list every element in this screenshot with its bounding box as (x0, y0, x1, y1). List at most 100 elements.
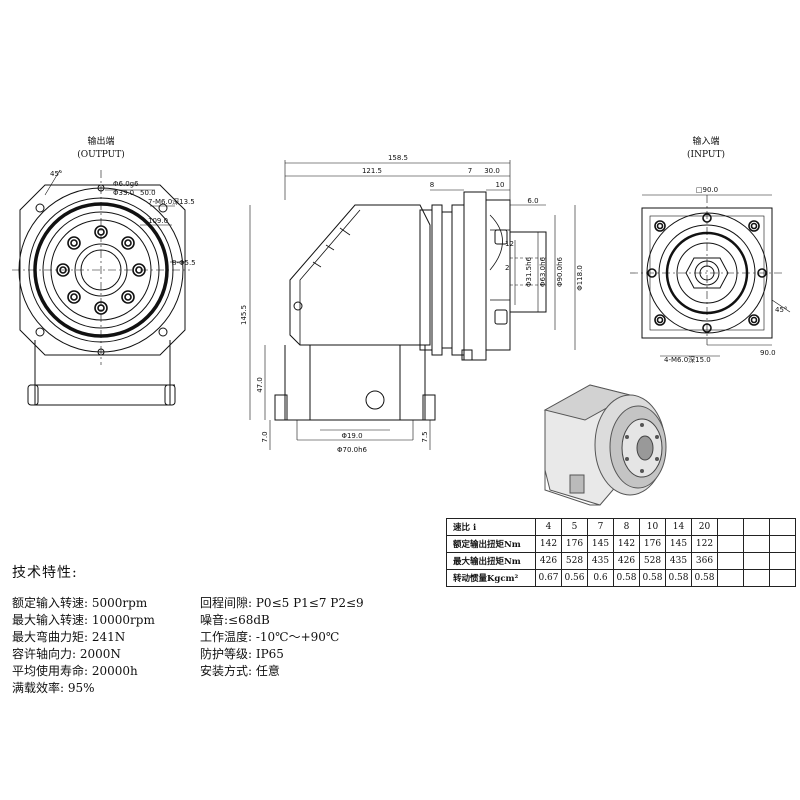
spec-efficiency: 满载效率: 95% (12, 681, 95, 695)
side-base-block (284, 345, 426, 421)
table-cell: 145 (587, 535, 614, 553)
table-cell: 426 (535, 552, 562, 570)
side-output-shaft (509, 231, 547, 313)
spec-noise: 噪音:≤68dB (200, 613, 270, 627)
table-empty-cell (743, 535, 770, 553)
table-cell: 435 (587, 552, 614, 570)
side-h47-label: 47.0 (256, 377, 264, 393)
table-header-cell: 最大输出扭矩Nm (446, 552, 536, 570)
side-d90-label: Φ90.0h6 (556, 256, 564, 287)
output-view-subtitle: (OUTPUT) (77, 149, 124, 160)
table-cell: 0.58 (639, 569, 666, 587)
table-cell: 426 (613, 552, 640, 570)
table-empty-cell (743, 552, 770, 570)
side-len10-label: 10 (496, 181, 505, 189)
table-row: 速比 i 4 5 7 8 10 14 20 (446, 518, 796, 536)
spec-title: 技术特性: (12, 565, 78, 581)
input-view: 输入端 (INPUT) □90.0 4-M6.0深15.0 90.0 45° (630, 135, 791, 364)
table-empty-cell (769, 569, 796, 587)
input-w90-label: 90.0 (760, 349, 776, 357)
input-view-subtitle: (INPUT) (687, 149, 725, 160)
table-cell: 0.58 (665, 569, 692, 587)
side-len121-label: 121.5 (362, 167, 382, 175)
table-cell: 435 (665, 552, 692, 570)
table-cell: 8 (613, 518, 640, 536)
table-cell: 10 (639, 518, 666, 536)
side-h145-label: 145.5 (240, 305, 248, 325)
table-cell: 0.58 (691, 569, 718, 587)
table-cell: 142 (535, 535, 562, 553)
table-cell: 0.6 (587, 569, 614, 587)
table-header-cell: 速比 i (446, 518, 536, 536)
spec-list-right: 回程间隙: P0≤5 P1≤7 P2≤9 噪音:≤68dB 工作温度: -10℃… (200, 595, 364, 680)
output-d50-label: 50.0 (140, 189, 156, 197)
table-empty-cell (717, 518, 744, 536)
table-row: 最大输出扭矩Nm 426 528 435 426 528 435 366 (446, 552, 796, 570)
input-angle-label: 45° (775, 306, 787, 314)
table-empty-cell (743, 518, 770, 536)
output-view: 输出端 (OUTPUT) (12, 135, 196, 406)
table-cell: 176 (639, 535, 666, 553)
output-angle-label: 45° (50, 170, 62, 178)
table-empty-cell (717, 552, 744, 570)
side-d63-label: Φ63.0h6 (539, 256, 547, 287)
output-dpitch-label: Φ33.0 (113, 189, 134, 197)
side-d315-label: Φ31.5h6 (525, 256, 533, 287)
table-empty-cell (717, 535, 744, 553)
table-cell: 0.58 (613, 569, 640, 587)
side-len8-label: 8 (430, 181, 434, 189)
side-len30-label: 30.0 (484, 167, 500, 175)
table-cell: 366 (691, 552, 718, 570)
table-cell: 20 (691, 518, 718, 536)
output-view-title: 输出端 (87, 135, 114, 147)
side-len158-label: 158.5 (388, 154, 408, 162)
side-d12-label: 12 (505, 240, 514, 248)
side-h75-label: 7.5 (421, 431, 429, 442)
table-cell: 142 (613, 535, 640, 553)
table-header-cell: 额定输出扭矩Nm (446, 535, 536, 553)
table-cell: 0.56 (561, 569, 588, 587)
input-sq-label: □90.0 (696, 186, 718, 194)
side-d2-label: 2 (505, 264, 509, 272)
spec-rated-input-speed: 额定输入转速: 5000rpm (12, 596, 148, 610)
table-empty-cell (743, 569, 770, 587)
table-cell: 4 (535, 518, 562, 536)
spec-backlash: 回程间隙: P0≤5 P1≤7 P2≤9 (200, 596, 364, 610)
table-cell: 122 (691, 535, 718, 553)
table-cell: 145 (665, 535, 692, 553)
table-row: 额定输出扭矩Nm 142 176 145 142 176 145 122 (446, 535, 796, 553)
table-cell: 528 (639, 552, 666, 570)
table-cell: 528 (561, 552, 588, 570)
input-holes-label: 4-M6.0深15.0 (664, 355, 711, 364)
side-flange-plate (463, 191, 487, 361)
spec-temperature: 工作温度: -10℃～+90℃ (200, 630, 340, 644)
spec-max-input-speed: 最大输入转速: 10000rpm (12, 613, 155, 627)
input-view-title: 输入端 (692, 135, 719, 147)
output-holes-label: 7-M6.0深13.5 (148, 197, 195, 206)
output-flange (19, 184, 186, 356)
table-empty-cell (769, 552, 796, 570)
table-cell: 5 (561, 518, 588, 536)
table-header-cell: 转动惯量Kgcm² (446, 569, 536, 587)
side-d118-label: Φ118.0 (576, 265, 584, 291)
table-cell: 7 (587, 518, 614, 536)
table-cell: 176 (561, 535, 588, 553)
spec-service-life: 平均使用寿命: 20000h (12, 664, 138, 678)
side-h7-label: 7.0 (261, 431, 269, 442)
isometric-render (543, 384, 667, 506)
side-len7-label: 7 (468, 167, 472, 175)
spec-list-left: 额定输入转速: 5000rpm 最大输入转速: 10000rpm 最大弯曲力矩:… (12, 595, 155, 697)
spec-axial-force: 容许轴向力: 2000N (12, 647, 121, 661)
table-cell: 14 (665, 518, 692, 536)
spec-protection: 防护等级: IP65 (200, 647, 284, 661)
side-angled-housing (289, 204, 431, 346)
table-empty-cell (769, 518, 796, 536)
table-empty-cell (769, 535, 796, 553)
side-d70-label: Φ70.0h6 (337, 446, 368, 454)
output-holes8-label: 8-Φ5.5 (172, 259, 196, 267)
table-cell: 0.67 (535, 569, 562, 587)
side-len6-label: 6.0 (527, 197, 538, 205)
table-row: 转动惯量Kgcm² 0.67 0.56 0.6 0.58 0.58 0.58 0… (446, 569, 796, 587)
output-d6-label: Φ6.0g6 (113, 180, 139, 188)
